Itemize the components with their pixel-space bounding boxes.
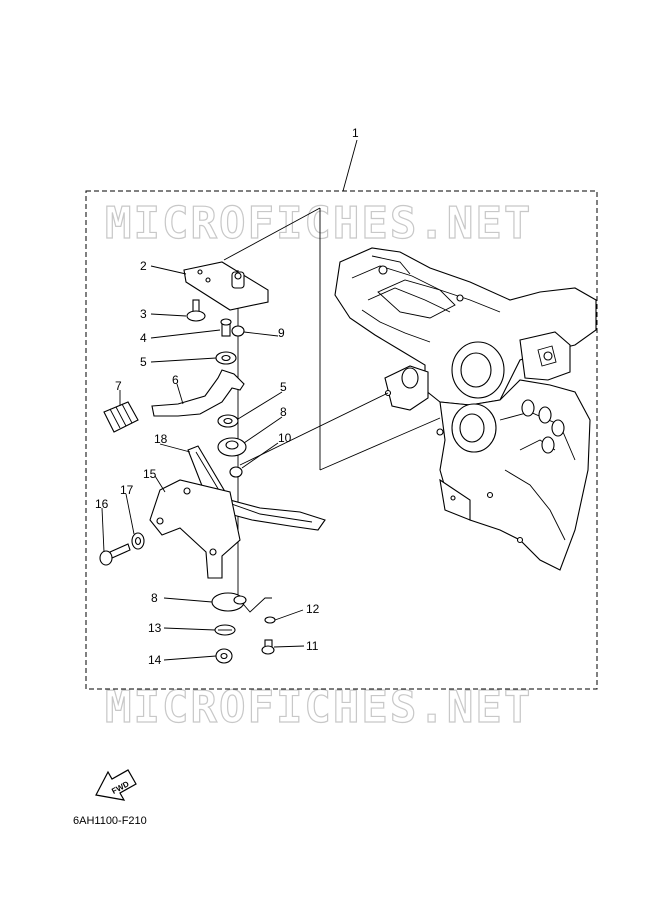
callout-5a: 5	[140, 355, 147, 369]
callout-8a: 8	[280, 405, 287, 419]
callout-10: 10	[278, 431, 292, 445]
part-15-bracket	[149, 479, 241, 579]
callout-11: 11	[306, 639, 319, 653]
callout-12: 12	[306, 602, 320, 616]
callout-13: 13	[148, 621, 162, 635]
callout-3: 3	[140, 307, 147, 321]
part-16-bolt	[109, 543, 131, 559]
callout-4: 4	[140, 331, 147, 345]
watermark-bottom: MICROFICHES.NET	[105, 682, 532, 733]
callout-6: 6	[172, 373, 179, 387]
projection-top	[223, 207, 321, 261]
swivel-bracket-drawing	[334, 247, 597, 571]
part-10-nut	[229, 466, 243, 478]
projection-bolt-axis	[239, 392, 389, 466]
callout-14: 14	[148, 653, 162, 667]
diagram-code: 6AH1100-F210	[73, 815, 147, 827]
leader-lines	[101, 265, 305, 661]
callout-15: 15	[143, 467, 157, 481]
projection-right	[319, 417, 441, 471]
fwd-arrow-icon: FWD	[95, 769, 137, 801]
part-9-nut	[231, 325, 245, 337]
callout-16: 16	[95, 497, 109, 511]
callout-8b: 8	[151, 591, 158, 605]
part-12-washer	[264, 616, 276, 624]
watermark-top: MICROFICHES.NET	[105, 198, 532, 249]
leader-1	[342, 139, 358, 192]
assembly-axis-break	[237, 597, 272, 613]
part-2-plate	[183, 261, 269, 311]
callout-18: 18	[154, 432, 168, 446]
callout-17: 17	[120, 483, 134, 497]
part-6-arm	[151, 369, 245, 417]
callout-7: 7	[115, 379, 122, 393]
callout-9: 9	[278, 326, 285, 340]
callout-1: 1	[352, 126, 359, 140]
callout-5b: 5	[280, 380, 287, 394]
assembly-boundary	[85, 190, 598, 690]
callout-2: 2	[140, 259, 147, 273]
